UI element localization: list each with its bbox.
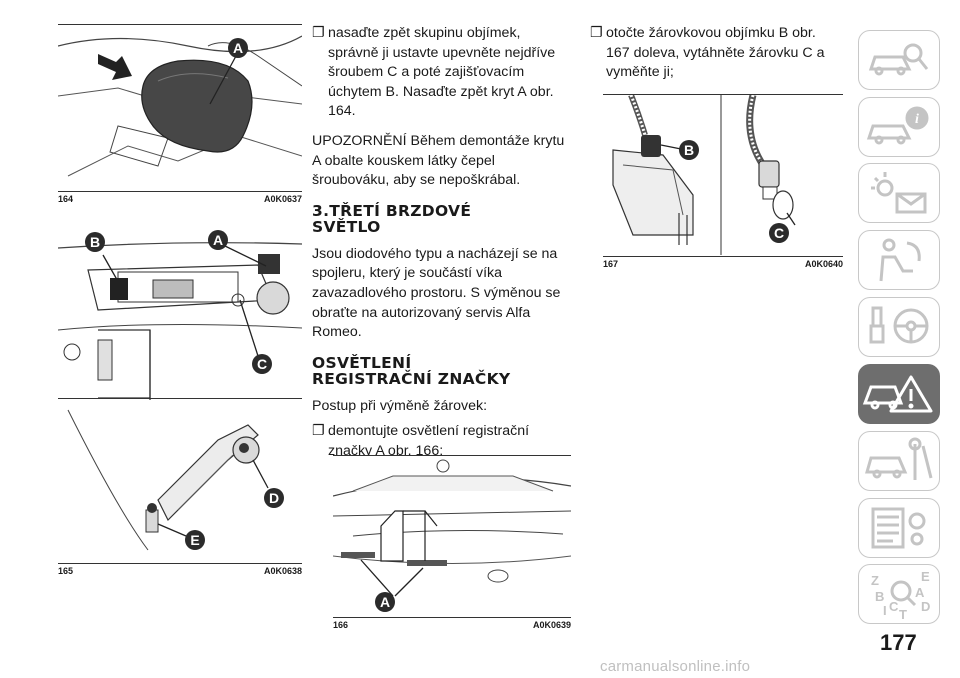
figure-165-code: A0K0638: [263, 566, 302, 576]
alphabet-index-icon: Z E B A I C T D: [871, 569, 930, 622]
warning-lights-mail-icon: [871, 172, 927, 214]
index-letter: A: [915, 585, 925, 600]
heading-line: REGISTRAČNÍ ZNAČKY: [312, 369, 511, 388]
figure-164: A: [58, 26, 302, 190]
svg-text:i: i: [915, 112, 919, 127]
heading-line: OSVĚTLENÍ: [312, 353, 412, 372]
bullet-box: ❐: [312, 423, 325, 440]
seat-airbag-icon: [879, 238, 921, 282]
warning-line: šroubováku, aby se nepoškrábal.: [312, 172, 521, 189]
warning-line: A obalte kouskem látky čepel: [312, 152, 495, 169]
bullet-line: úchytem B. Nasaďte zpět kryt A obr.: [328, 83, 554, 100]
middle-column: ❐ nasaďte zpět skupinu objímek, správně …: [312, 24, 582, 466]
figure-164-number: 164: [58, 194, 74, 204]
page-number: 177: [880, 630, 917, 655]
bullet-line: správně ji ustavte upevněte nejdříve: [328, 44, 556, 61]
car-wrench-icon: [865, 437, 933, 480]
figure-166-number: 166: [333, 620, 349, 630]
tab-seat-airbag[interactable]: [858, 230, 940, 290]
tab-car-info[interactable]: i: [858, 97, 940, 157]
figure-167-code: A0K0640: [804, 259, 843, 269]
brake-line: obraťte na autorizovaný servis Alfa: [312, 304, 531, 321]
bullet-line: demontujte osvětlení registrační: [328, 423, 530, 440]
index-letter: B: [875, 589, 884, 604]
callout-label-d: D: [269, 490, 279, 506]
heading-third-brake-light: 3.TŘETÍ BRZDOVÉ SVĚTLO: [312, 203, 582, 235]
callout-label-a: A: [233, 40, 243, 56]
brake-line: spojleru, který je součástí víka: [312, 265, 503, 282]
bullet-line: vyměňte ji;: [606, 64, 674, 81]
index-letter: Z: [871, 573, 879, 588]
figure-167-number: 167: [603, 259, 619, 269]
car-info-icon: [866, 106, 929, 145]
callout-label-c: C: [257, 356, 267, 372]
bullet-line: otočte žárovkovou objímku B obr.: [606, 25, 816, 41]
bullet-rotate-socket: ❐ otočte žárovkovou objímku B obr. 167 d…: [590, 24, 846, 83]
brake-line: Jsou diodového typu a nacházejí se na: [312, 245, 558, 262]
callout-label-b: B: [90, 234, 100, 250]
brake-line: Romeo.: [312, 324, 362, 341]
bullet-reinstall-socket: ❐ nasaďte zpět skupinu objímek, správně …: [312, 24, 582, 122]
figure-166-code: A0K0639: [532, 620, 571, 630]
figure-167: B C: [603, 95, 843, 255]
callout-label-a2: A: [213, 232, 223, 248]
tab-car-wrench[interactable]: [858, 431, 940, 491]
heading-line: SVĚTLO: [312, 217, 381, 236]
tab-specifications[interactable]: [858, 498, 940, 558]
bullet-remove-plate-light: ❐ demontujte osvětlení registrační značk…: [312, 422, 582, 461]
plate-intro: Postup při výměně žárovek:: [312, 397, 488, 414]
watermark: carmanualsonline.info: [600, 658, 751, 675]
bullet-line: 167 doleva, vytáhněte žárovku C a: [606, 44, 825, 61]
tab-car-breakdown-warning[interactable]: [858, 364, 940, 424]
specifications-gear-icon: [871, 507, 926, 549]
figure-166: A: [333, 456, 571, 616]
bullet-box: ❐: [590, 25, 603, 41]
key-steering-wheel-icon: [869, 306, 929, 344]
brake-line: zavazadlového prostoru. S výměnou se: [312, 284, 561, 301]
index-letter: I: [883, 603, 887, 618]
callout-label-b2: B: [684, 142, 694, 158]
index-letter: C: [889, 599, 899, 614]
tab-warning-lights-mail[interactable]: [858, 163, 940, 223]
figure-165-caption: 165 A0K0638: [58, 566, 302, 576]
warning-paragraph: UPOZORNĚNÍ Během demontáže krytu A obalt…: [312, 132, 582, 191]
right-column: ❐ otočte žárovkovou objímku B obr. 167 d…: [590, 24, 846, 87]
bullet-box: ❐: [312, 25, 325, 41]
figure-167-caption: 167 A0K0640: [603, 259, 843, 269]
bullet-line: šroubem C a poté zajišťovacím: [328, 64, 525, 81]
tab-alphabet-index[interactable]: Z E B A I C T D: [858, 564, 940, 624]
index-letter: D: [921, 599, 930, 614]
figure-165-number: 165: [58, 566, 74, 576]
index-letter: E: [921, 569, 930, 584]
figure-166-caption: 166 A0K0639: [333, 620, 571, 630]
brake-light-paragraph: Jsou diodového typu a nacházejí se na sp…: [312, 245, 582, 343]
callout-label-c2: C: [774, 225, 784, 241]
car-breakdown-warning-icon: [862, 375, 933, 413]
figure-165: B A C D E: [58, 210, 302, 562]
car-search-icon: [868, 43, 929, 76]
bullet-line: nasaďte zpět skupinu objímek,: [328, 25, 521, 41]
figure-164-caption: 164 A0K0637: [58, 194, 302, 204]
bullet-line: 164.: [328, 103, 356, 120]
heading-line: 3.TŘETÍ BRZDOVÉ: [312, 201, 472, 220]
heading-license-plate-light: OSVĚTLENÍ REGISTRAČNÍ ZNAČKY: [312, 355, 582, 387]
tab-car-search[interactable]: [858, 30, 940, 90]
tab-key-steering-wheel[interactable]: [858, 297, 940, 357]
index-letter: T: [899, 607, 907, 622]
bullet-line: značky A obr. 166;: [328, 442, 444, 459]
figure-164-code: A0K0637: [263, 194, 302, 204]
callout-label-a3: A: [380, 594, 390, 610]
callout-label-e: E: [190, 532, 199, 548]
callout-a: [228, 38, 248, 58]
warning-line: UPOZORNĚNÍ Během demontáže krytu: [312, 132, 565, 149]
